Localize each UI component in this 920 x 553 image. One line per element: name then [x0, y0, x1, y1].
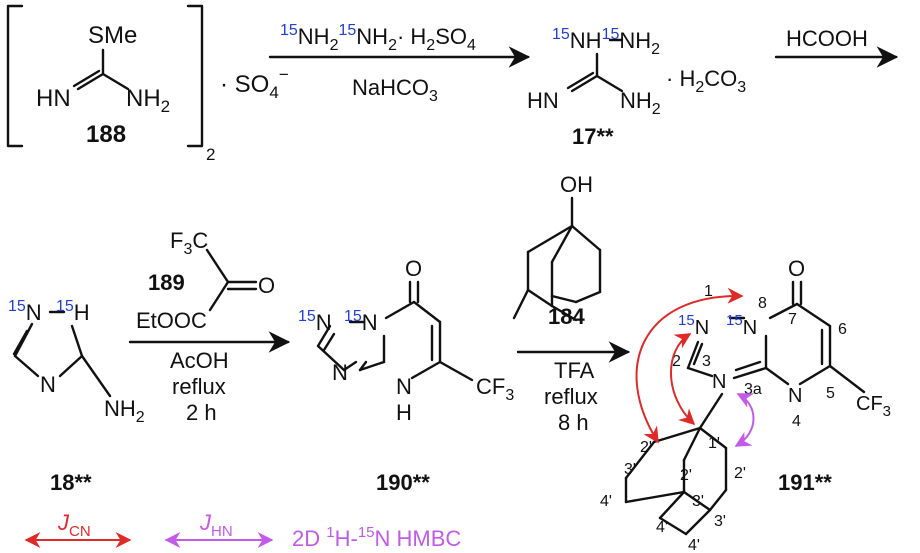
adamantyl-4prime-c: 4' [688, 537, 700, 553]
reflux-condition-2: reflux [544, 384, 598, 409]
locant-5: 5 [826, 385, 835, 402]
triazole-15n-1: 15N [8, 298, 42, 325]
jhn-arrow-h2prime-to-n3 [734, 393, 755, 447]
jhn-label: JHN [199, 510, 233, 540]
compound-17-label: 17** [572, 124, 614, 149]
compound-189-and-step-3: F3C O 189 EtOOC AcOH reflux 2 h [128, 228, 291, 425]
product-15n-1: 15N [678, 312, 709, 339]
hydroxyl-184: OH [560, 172, 593, 197]
adamantyl-1prime: 1' [708, 435, 720, 452]
reflux-condition-1: reflux [172, 374, 226, 399]
adamantyl-2prime-c: 2' [734, 465, 746, 482]
right-bracket [186, 4, 204, 148]
compound-191: O 15N 15N 1 8 7 6 2 3 N 3a N 4 5 CF3 [600, 256, 891, 553]
aminoguanidine-hn: HN [527, 88, 559, 113]
locant-8: 8 [758, 295, 767, 312]
fused-n3: N [332, 360, 348, 385]
compound-188-label: 188 [86, 121, 126, 148]
adamantanol-184-and-step-4: OH 184 TFA reflux 8 h [512, 172, 631, 435]
base-reagent: NaHCO3 [352, 75, 438, 105]
step-1-arrow: 15NH215NH2· H2SO4 NaHCO3 [268, 22, 531, 105]
aminoguanidine-nh2: NH2 [620, 88, 661, 118]
sulfate-counterion: · SO4− [220, 65, 289, 102]
time-condition-2: 8 h [558, 410, 589, 435]
locant-3a: 3a [744, 381, 762, 398]
legend: JCN JHN 2D 1H-15N HMBC [24, 510, 461, 551]
jcn-arrow-n1-to-c1prime [670, 333, 696, 426]
adamantyl-3prime-c: 3' [714, 513, 726, 530]
hmbc-legend-label: 2D 1H-15N HMBC [292, 524, 461, 551]
adamantyl-2prime-a: 2' [640, 439, 652, 456]
formic-acid-reagent: HCOOH [786, 26, 868, 51]
time-condition-1: 2 h [186, 400, 217, 425]
fused-nh: N [396, 374, 412, 399]
locant-7: 7 [788, 311, 797, 328]
product-n4: N [788, 385, 802, 407]
hydrazine-reagent: 15NH215NH2· H2SO4 [280, 22, 476, 54]
product-17-salt: 15NH15NH2 HN NH2 17** · H2CO3 [527, 26, 746, 149]
adamantyl-4prime-b: 4' [656, 519, 668, 536]
imine-hn-label: HN [36, 85, 71, 112]
jcn-label: JCN [57, 510, 91, 540]
compound-18-label: 18** [50, 470, 92, 495]
fused-15n-1: 15N [298, 308, 332, 335]
step-2-arrow: HCOOH [774, 26, 899, 68]
acetic-acid-solvent: AcOH [170, 348, 229, 373]
aminoguanidine-nh: 15NH15NH2 [552, 26, 660, 58]
triazole-15n-h: 15H [56, 298, 90, 325]
carbonyl-oxygen-191: O [788, 256, 805, 281]
fused-nh-hydrogen: H [396, 400, 412, 425]
triazole-nh2: NH2 [104, 396, 145, 426]
compound-191-label: 191** [778, 470, 832, 495]
adamantyl-3prime-b: 3' [692, 493, 704, 510]
legend-jhn: JHN [164, 510, 274, 548]
compound-190: O 15N 15N N N H CF3 190** [298, 256, 514, 495]
reactant-188-salt: SMe HN NH2 188 2 · SO4− [6, 4, 289, 164]
compound-184-label: 184 [548, 304, 585, 329]
fused-15n-8: 15N [344, 308, 378, 335]
compound-189-label: 189 [148, 270, 185, 295]
product-15n-8: 15N [726, 312, 757, 339]
tfa-solvent: TFA [554, 358, 595, 383]
trifluoromethyl-189: F3C [170, 228, 208, 258]
legend-jcn: JCN [24, 510, 132, 548]
left-bracket [6, 4, 24, 148]
locant-6: 6 [838, 321, 847, 338]
trifluoromethyl-191: CF3 [856, 393, 891, 420]
adamantyl-2prime-b: 2' [680, 467, 692, 484]
carbonyl-oxygen-190: O [405, 256, 422, 281]
adamantyl-3prime-a: 3' [624, 461, 636, 478]
jcn-arrow-n8-to-c1prime [635, 287, 744, 444]
smethyl-label: SMe [88, 22, 137, 49]
ester-group-189: EtOOC [136, 308, 207, 333]
carbonic-acid: · H2CO3 [666, 66, 746, 96]
bracket-subscript: 2 [206, 145, 215, 164]
triazole-n4: N [40, 372, 56, 397]
trifluoromethyl-190: CF3 [476, 374, 514, 404]
compound-190-label: 190** [376, 470, 430, 495]
locant-3: 3 [702, 353, 711, 370]
amine-nh2-label: NH2 [126, 85, 170, 116]
ketone-oxygen-189: O [258, 273, 275, 298]
adamantyl-4prime-a: 4' [600, 493, 612, 510]
compound-18: 15N 15H N NH2 18** [8, 298, 145, 495]
product-n3: N [712, 371, 726, 393]
locant-4: 4 [792, 413, 801, 430]
